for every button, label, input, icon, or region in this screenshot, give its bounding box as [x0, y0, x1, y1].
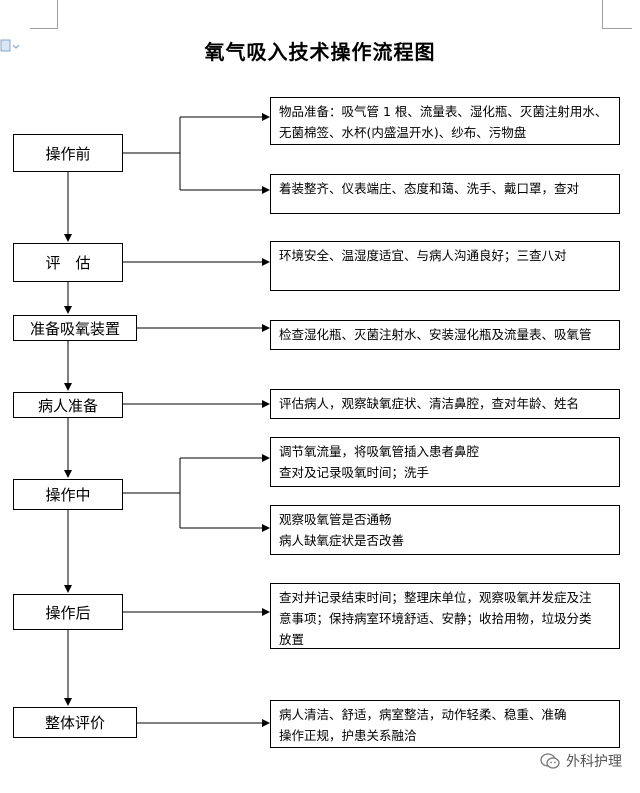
watermark-text: 外科护理	[566, 754, 622, 770]
detail-environment-check: 环境安全、温湿度适宜、与病人沟通良好；三查八对	[270, 241, 620, 291]
detail-appearance-check: 着装整齐、仪表端庄、态度和蔼、洗手、戴口罩，查对	[270, 174, 620, 214]
step-overall-evaluation: 整体评价	[13, 707, 137, 738]
crop-mark-top-right-v	[602, 0, 603, 28]
detail-adjust-flow: 调节氧流量，将吸氧管插入患者鼻腔 查对及记录吸氧时间；洗手	[270, 437, 620, 487]
step-before-operation: 操作前	[13, 134, 123, 172]
wechat-logo-icon	[540, 753, 560, 769]
detail-item-preparation: 物品准备：吸气管 1 根、流量表、湿化瓶、灭菌注射用水、 无菌棉签、水杯(内盛温…	[270, 97, 620, 145]
detail-after-care: 查对并记录结束时间；整理床单位，观察吸氧并发症及注 意事项；保持病室环境舒适、安…	[270, 583, 620, 649]
step-prepare-oxygen-device: 准备吸氧装置	[13, 315, 137, 341]
step-patient-preparation: 病人准备	[13, 392, 123, 418]
detail-device-check: 检查湿化瓶、灭菌注射水、安装湿化瓶及流量表、吸氧管	[270, 320, 620, 350]
step-assessment: 评 估	[13, 243, 123, 282]
step-after-operation: 操作后	[13, 594, 123, 630]
crop-mark-top-right-h	[602, 28, 632, 29]
watermark: 外科护理	[540, 751, 622, 771]
crop-mark-top-left-h	[30, 28, 58, 29]
crop-mark-top-left-v	[57, 0, 58, 28]
detail-evaluation-criteria: 病人清洁、舒适，病室整洁，动作轻柔、稳重、准确 操作正规，护患关系融洽	[270, 700, 620, 748]
diagram-title: 氧气吸入技术操作流程图	[204, 40, 436, 64]
detail-observe-patient: 观察吸氧管是否通畅 病人缺氧症状是否改善	[270, 505, 620, 555]
step-during-operation: 操作中	[13, 479, 123, 510]
document-icon	[0, 39, 20, 52]
detail-patient-assessment: 评估病人，观察缺氧症状、清洁鼻腔，查对年龄、姓名	[270, 389, 620, 419]
